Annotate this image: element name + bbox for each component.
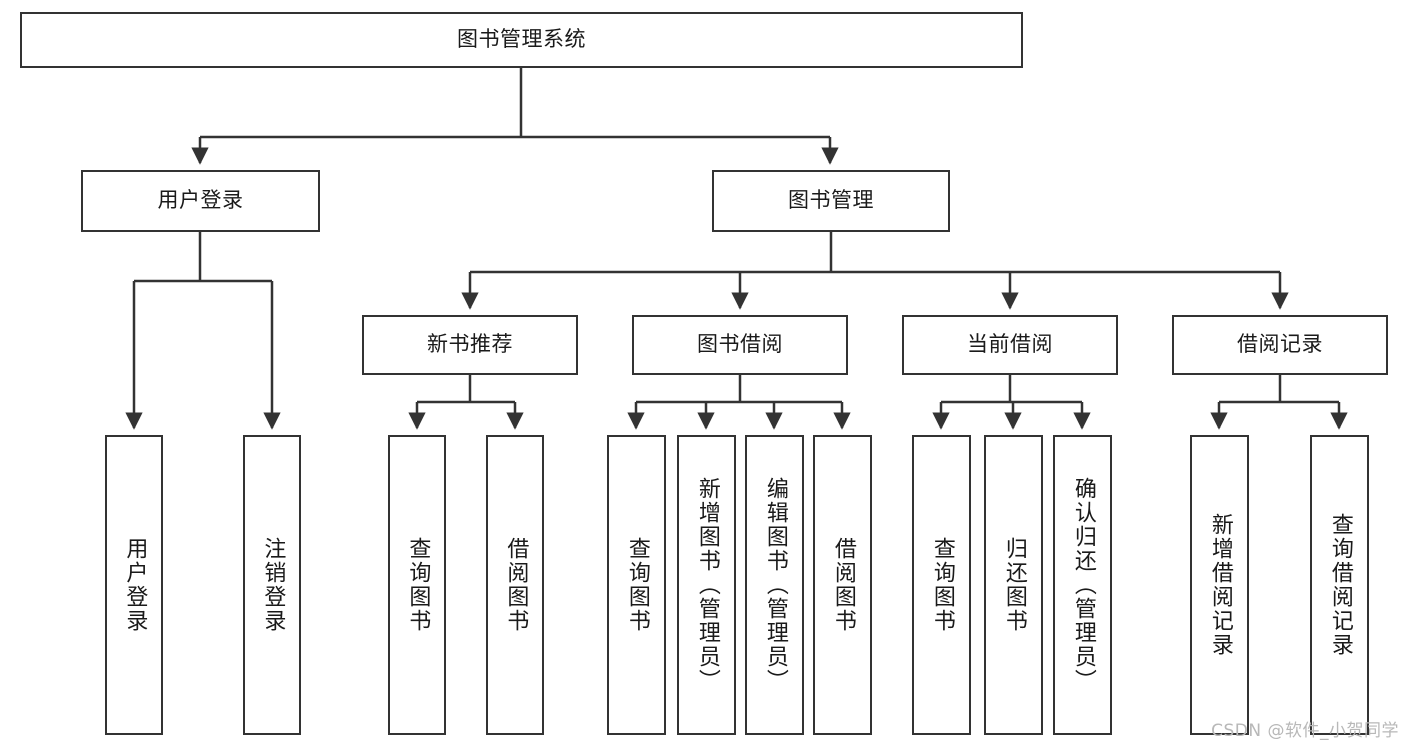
- leaf-logout[interactable]: 注销登录: [243, 435, 301, 735]
- leaf-borrow-book-rec-label: 借阅图书: [503, 537, 529, 633]
- leaf-query-record[interactable]: 查询借阅记录: [1310, 435, 1369, 735]
- leaf-query-book-rec[interactable]: 查询图书: [388, 435, 446, 735]
- node-book-manage[interactable]: 图书管理: [712, 170, 950, 232]
- leaf-borrow-book[interactable]: 借阅图书: [813, 435, 872, 735]
- leaf-confirm-return-label: 确认归还（管理员）: [1070, 477, 1096, 693]
- node-new-book-rec-label: 新书推荐: [427, 332, 513, 357]
- leaf-query-book-borrow[interactable]: 查询图书: [607, 435, 666, 735]
- watermark-text: CSDN @软件_小贺同学: [1211, 721, 1399, 741]
- leaf-user-login[interactable]: 用户登录: [105, 435, 163, 735]
- leaf-query-book-cur-label: 查询图书: [929, 537, 955, 633]
- node-current-borrow[interactable]: 当前借阅: [902, 315, 1118, 375]
- node-root[interactable]: 图书管理系统: [20, 12, 1023, 68]
- leaf-confirm-return[interactable]: 确认归还（管理员）: [1053, 435, 1112, 735]
- leaf-add-record[interactable]: 新增借阅记录: [1190, 435, 1249, 735]
- leaf-edit-book-label: 编辑图书（管理员）: [762, 477, 788, 693]
- node-new-book-rec[interactable]: 新书推荐: [362, 315, 578, 375]
- node-current-borrow-label: 当前借阅: [967, 332, 1053, 357]
- node-user-login[interactable]: 用户登录: [81, 170, 320, 232]
- leaf-add-book-label: 新增图书（管理员）: [694, 477, 720, 693]
- node-book-borrow[interactable]: 图书借阅: [632, 315, 848, 375]
- node-borrow-record-label: 借阅记录: [1237, 332, 1323, 357]
- node-user-login-label: 用户登录: [157, 188, 244, 213]
- node-book-borrow-label: 图书借阅: [697, 332, 783, 357]
- leaf-borrow-book-label: 借阅图书: [830, 537, 856, 633]
- node-book-manage-label: 图书管理: [788, 188, 874, 213]
- leaf-logout-label: 注销登录: [260, 537, 286, 633]
- leaf-query-record-label: 查询借阅记录: [1327, 513, 1353, 657]
- leaf-return-book-label: 归还图书: [1001, 537, 1027, 633]
- leaf-query-book-cur[interactable]: 查询图书: [912, 435, 971, 735]
- leaf-add-book[interactable]: 新增图书（管理员）: [677, 435, 736, 735]
- leaf-query-book-borrow-label: 查询图书: [624, 537, 650, 633]
- leaf-return-book[interactable]: 归还图书: [984, 435, 1043, 735]
- leaf-query-book-rec-label: 查询图书: [405, 537, 431, 633]
- node-borrow-record[interactable]: 借阅记录: [1172, 315, 1388, 375]
- leaf-edit-book[interactable]: 编辑图书（管理员）: [745, 435, 804, 735]
- node-root-label: 图书管理系统: [457, 27, 586, 52]
- leaf-user-login-label: 用户登录: [122, 537, 148, 633]
- leaf-borrow-book-rec[interactable]: 借阅图书: [486, 435, 544, 735]
- leaf-add-record-label: 新增借阅记录: [1207, 513, 1233, 657]
